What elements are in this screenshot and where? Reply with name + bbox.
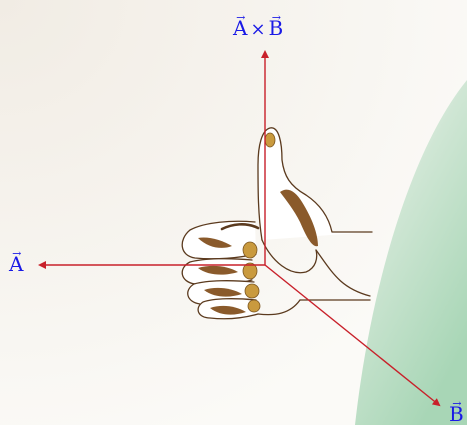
vector-a: →A [9, 248, 24, 276]
little-shadow [210, 305, 246, 315]
middle-shadow [198, 265, 238, 275]
vector-arrow: → [12, 247, 22, 260]
vector-a: →A [233, 12, 248, 40]
little-tip [247, 299, 261, 313]
b-letter: B [449, 402, 464, 425]
thumb-shadow [280, 189, 318, 247]
label-a: →A [9, 248, 24, 276]
thumb-nail [264, 132, 276, 148]
back-of-hand [315, 249, 371, 297]
hand-shading [198, 189, 318, 315]
ring-shadow [204, 287, 242, 297]
a-letter: A [233, 16, 248, 40]
cross-operator: × [250, 19, 266, 40]
vector-b: →B [268, 12, 284, 40]
a-letter: A [9, 252, 24, 276]
knuckle-crease [220, 223, 260, 231]
vector-arrow: → [236, 11, 246, 24]
ring-tip [244, 283, 260, 299]
b-letter: B [268, 16, 284, 40]
vector-arrow: → [452, 397, 462, 410]
axis-b [264, 264, 441, 407]
label-a-cross-b: →A×→B [233, 12, 284, 40]
vector-arrow: → [271, 11, 281, 24]
middle-tip [242, 262, 258, 280]
green-region [355, 80, 467, 425]
thumb [257, 127, 373, 241]
index-shadow [198, 237, 232, 248]
vector-b: →B [449, 398, 464, 425]
index-tip [242, 241, 258, 259]
label-b: →B [449, 398, 464, 425]
fingertips [242, 132, 276, 313]
palm-outline [257, 239, 318, 316]
axes [38, 50, 441, 407]
